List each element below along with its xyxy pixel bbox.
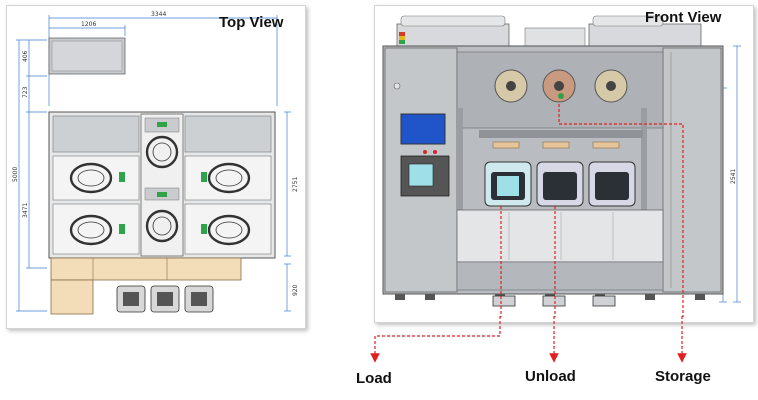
dim-3471: 3471: [22, 203, 29, 218]
front-view-title: Front View: [645, 9, 722, 26]
unload-label: Unload: [525, 368, 576, 385]
dim-920: 920: [292, 284, 299, 296]
front-view-drawing: 2391 2541: [382, 15, 741, 317]
dim-1206: 1206: [81, 21, 96, 28]
dim-406: 406: [22, 50, 29, 62]
dim-3344: 3344: [151, 11, 166, 18]
top-fan-units: [396, 15, 702, 47]
flow-arrows-internal: [500, 104, 684, 317]
front-view-panel: 2391 2541: [374, 5, 754, 323]
top-view-title: Top View: [219, 14, 284, 31]
storage-label: Storage: [655, 368, 711, 385]
dim-5000: 5000: [12, 167, 19, 182]
dim-2541: 2541: [730, 169, 737, 184]
top-view-drawing: 3344 1206 406 723 5000 3471 2751 920: [12, 11, 299, 315]
dim-723: 723: [22, 86, 29, 98]
load-label: Load: [356, 370, 392, 387]
top-loadport-area: [50, 257, 242, 281]
control-screen: [400, 113, 446, 145]
dim-2751: 2751: [292, 177, 299, 192]
top-view-panel: 3344 1206 406 723 5000 3471 2751 920: [6, 5, 306, 329]
